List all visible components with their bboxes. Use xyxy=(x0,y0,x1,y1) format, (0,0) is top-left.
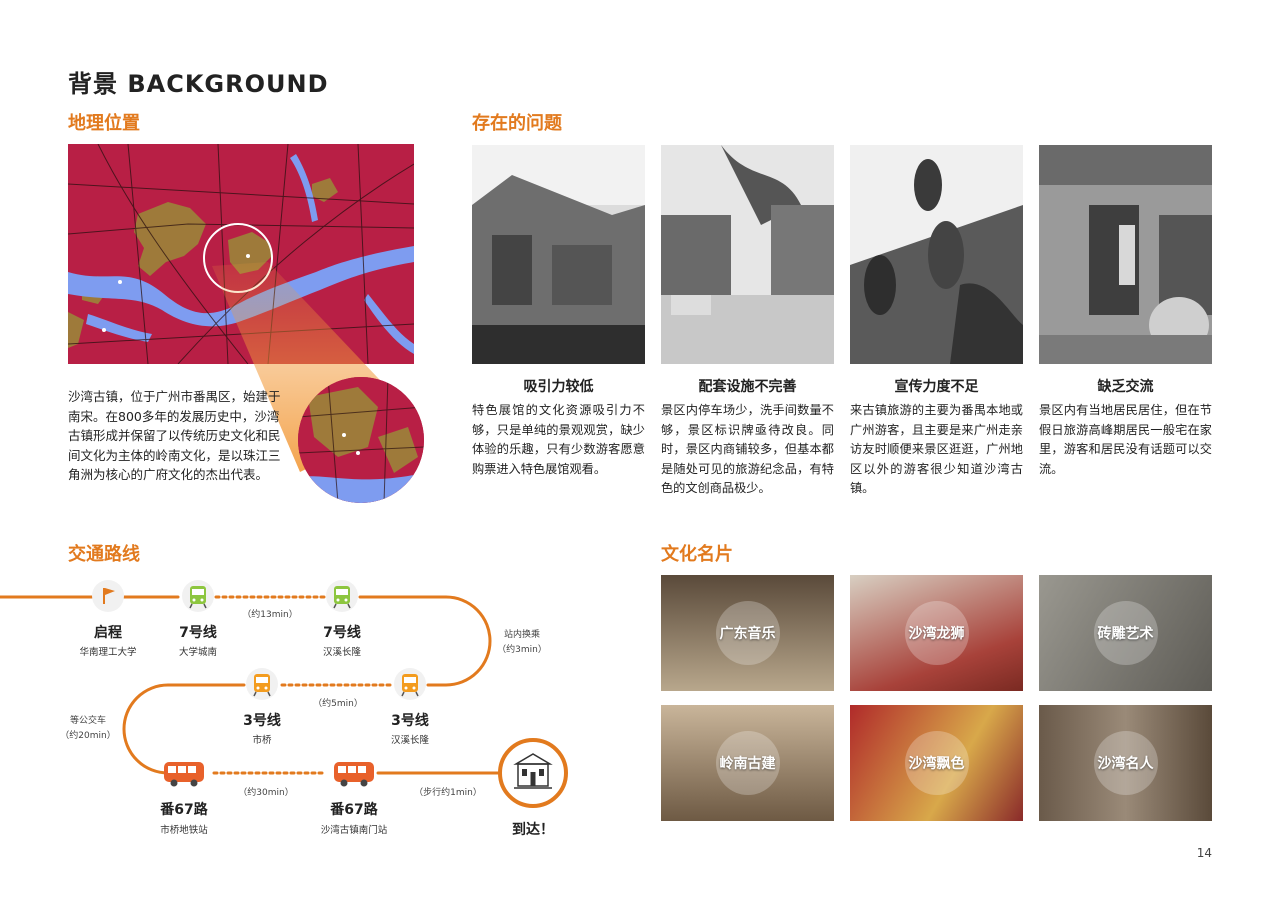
stop-name-5: 3号线 xyxy=(391,713,429,729)
culture-bubble xyxy=(1093,731,1158,795)
culture-bubble xyxy=(715,731,780,795)
problem-title-2: 配套设施不完善 xyxy=(698,379,797,395)
culture-bubble xyxy=(715,601,780,665)
stop-name-6: 番67路 xyxy=(160,802,208,818)
culture-label-1: 广东音乐 xyxy=(719,626,776,642)
route-note-1: （约13min） xyxy=(242,610,298,620)
location-description: 沙湾古镇，位于广州市番禺区，始建于南宋。在800多年的发展历史中，沙湾古镇形成并… xyxy=(68,389,281,482)
flag-icon xyxy=(92,580,124,612)
route-note-4b: （约20min） xyxy=(60,731,116,741)
building-icon xyxy=(498,738,568,808)
culture-card-1[interactable]: 广东音乐 xyxy=(661,575,834,691)
culture-label-5: 沙湾飘色 xyxy=(908,756,965,772)
stop-sub-4: 市桥 xyxy=(252,735,272,746)
problem-desc-1: 特色展馆的文化资源吸引力不够，只是单纯的景观观赏，缺少体验的乐趣，只有少数游客愿… xyxy=(472,403,645,476)
stop-name-8: 到达！ xyxy=(512,822,554,838)
problem-photo-3 xyxy=(850,145,1023,364)
culture-bubble xyxy=(904,601,969,665)
problem-desc-2: 景区内停车场少，洗手间数量不够，景区标识牌亟待改良。同时，景区内商铺较多，但基本… xyxy=(661,403,834,495)
stop-sub-6: 市桥地铁站 xyxy=(160,825,208,836)
route-note-4a: 等公交车 xyxy=(69,716,106,726)
culture-label-2: 沙湾龙狮 xyxy=(908,626,965,642)
route-note-2b: （约3min） xyxy=(497,645,547,655)
culture-bubble xyxy=(904,731,969,795)
page-title: 背景 BACKGROUND xyxy=(68,70,329,98)
culture-card-4[interactable]: 岭南古建 xyxy=(661,705,834,821)
metro-icon xyxy=(394,668,426,700)
page-number: 14 xyxy=(1196,846,1212,860)
problem-title-3: 宣传力度不足 xyxy=(894,379,979,395)
stop-sub-1: 华南理工大学 xyxy=(79,647,137,658)
stop-name-3: 7号线 xyxy=(323,625,361,641)
metro-icon xyxy=(246,668,278,700)
bus-icon xyxy=(162,758,206,788)
stop-name-7: 番67路 xyxy=(330,802,378,818)
culture-label-4: 岭南古建 xyxy=(719,756,776,772)
problem-title-4: 缺乏交流 xyxy=(1097,379,1154,395)
stop-sub-2: 大学城南 xyxy=(178,647,217,658)
stop-name-4: 3号线 xyxy=(243,713,281,729)
problem-title-1: 吸引力较低 xyxy=(523,379,594,395)
problem-desc-4: 景区内有当地居民居住，但在节假日旅游高峰期居民一般宅在家里，游客和居民没有话题可… xyxy=(1039,403,1212,476)
culture-bubble xyxy=(1093,601,1158,665)
culture-card-2[interactable]: 沙湾龙狮 xyxy=(850,575,1023,691)
bus-icon xyxy=(332,758,376,788)
route-note-3: （约5min） xyxy=(313,699,363,709)
culture-label-6: 沙湾名人 xyxy=(1097,756,1154,772)
stop-sub-5: 汉溪长隆 xyxy=(390,735,429,746)
route-note-6: （步行约1min） xyxy=(414,788,482,798)
location-map xyxy=(68,144,414,364)
culture-label-3: 砖雕艺术 xyxy=(1097,626,1154,642)
problem-photo-1 xyxy=(472,145,645,364)
location-heading: 地理位置 xyxy=(68,113,140,134)
route-heading: 交通路线 xyxy=(68,544,140,565)
route-note-2a: 站内换乘 xyxy=(503,630,540,640)
culture-heading: 文化名片 xyxy=(661,544,733,565)
problem-photo-2 xyxy=(661,145,834,364)
stop-sub-7: 沙湾古镇南门站 xyxy=(320,825,388,836)
metro-icon xyxy=(326,580,358,612)
stop-name-2: 7号线 xyxy=(179,625,217,641)
culture-card-3[interactable]: 砖雕艺术 xyxy=(1039,575,1212,691)
problem-photo-4 xyxy=(1039,145,1212,364)
culture-card-6[interactable]: 沙湾名人 xyxy=(1039,705,1212,821)
metro-icon xyxy=(182,580,214,612)
culture-card-5[interactable]: 沙湾飘色 xyxy=(850,705,1023,821)
route-note-5: （约30min） xyxy=(238,788,294,798)
stop-name-1: 启程 xyxy=(94,625,122,641)
problems-heading: 存在的问题 xyxy=(472,113,562,134)
stop-sub-3: 汉溪长隆 xyxy=(322,647,361,658)
problem-desc-3: 来古镇旅游的主要为番禺本地或广州游客，且主要是来广州走亲访友时顺便来景区逛逛，广… xyxy=(850,403,1023,495)
location-map-zoom xyxy=(298,377,424,503)
